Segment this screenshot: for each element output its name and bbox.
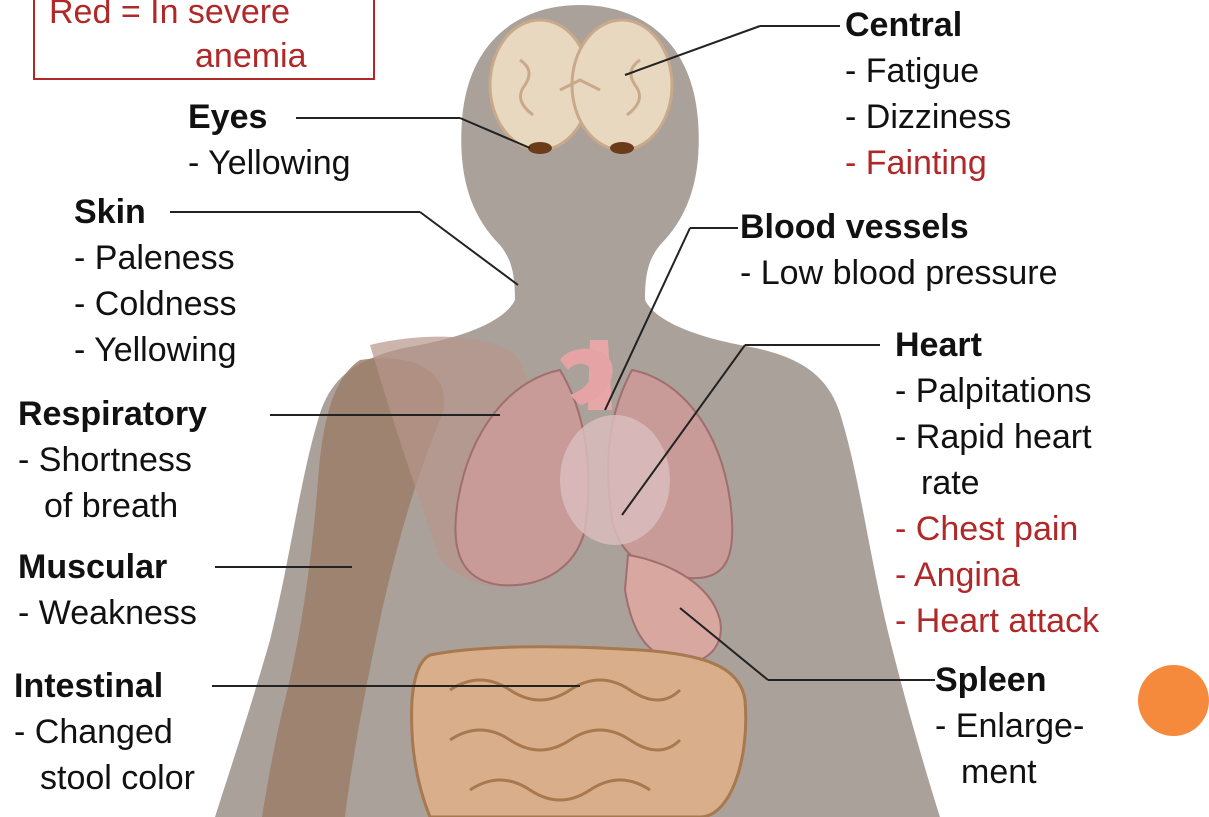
intestinal-title: Intestinal: [14, 663, 195, 709]
spleen-label: Spleen - Enlarge- ment: [935, 657, 1084, 795]
heart-illustration: [560, 415, 670, 545]
skin-item: - Yellowing: [74, 327, 237, 373]
central-item: - Dizziness: [845, 94, 1011, 140]
orange-dot-decoration: [1138, 665, 1209, 736]
spleen-title: Spleen: [935, 657, 1084, 703]
central-title: Central: [845, 2, 1011, 48]
skin-title: Skin: [74, 189, 237, 235]
skin-item: - Paleness: [74, 235, 237, 281]
heart-item: rate: [895, 460, 1099, 506]
intestinal-item: stool color: [14, 755, 195, 801]
intestinal-label: Intestinal - Changed stool color: [14, 663, 195, 801]
spleen-item: ment: [935, 749, 1084, 795]
legend-box: Red = In severe anemia: [33, 0, 375, 80]
muscular-title: Muscular: [18, 544, 197, 590]
heart-item-severe: - Heart attack: [895, 598, 1099, 644]
muscular-label: Muscular - Weakness: [18, 544, 197, 636]
eyes-label: Eyes - Yellowing: [188, 94, 351, 186]
blood-vessels-label: Blood vessels - Low blood pressure: [740, 204, 1058, 296]
heart-title: Heart: [895, 322, 1099, 368]
respiratory-label: Respiratory - Shortness of breath: [18, 391, 207, 529]
legend-line-2: anemia: [195, 34, 307, 78]
respiratory-title: Respiratory: [18, 391, 207, 437]
right-eye: [610, 142, 634, 154]
central-label: Central - Fatigue - Dizziness - Fainting: [845, 2, 1011, 186]
blood-vessels-title: Blood vessels: [740, 204, 1058, 250]
eyes-title: Eyes: [188, 94, 351, 140]
respiratory-item: of breath: [18, 483, 207, 529]
muscular-item: - Weakness: [18, 590, 197, 636]
left-eye: [528, 142, 552, 154]
eyes-item: - Yellowing: [188, 140, 351, 186]
central-item-severe: - Fainting: [845, 140, 1011, 186]
blood-vessels-item: - Low blood pressure: [740, 250, 1058, 296]
legend-line-1: Red = In severe: [49, 0, 290, 34]
heart-item: - Rapid heart: [895, 414, 1099, 460]
skin-item: - Coldness: [74, 281, 237, 327]
respiratory-item: - Shortness: [18, 437, 207, 483]
intestines-illustration: [412, 647, 746, 817]
spleen-item: - Enlarge-: [935, 703, 1084, 749]
skin-label: Skin - Paleness - Coldness - Yellowing: [74, 189, 237, 373]
heart-item: - Palpitations: [895, 368, 1099, 414]
central-item: - Fatigue: [845, 48, 1011, 94]
heart-item-severe: - Angina: [895, 552, 1099, 598]
intestinal-item: - Changed: [14, 709, 195, 755]
heart-item-severe: - Chest pain: [895, 506, 1099, 552]
heart-label: Heart - Palpitations - Rapid heart rate …: [895, 322, 1099, 644]
